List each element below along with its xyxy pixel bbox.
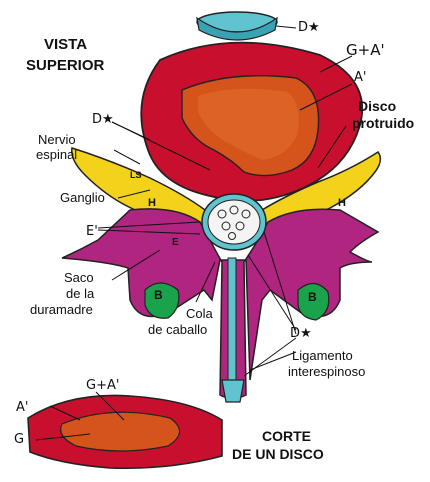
dural-sac xyxy=(202,194,266,250)
top-disc-cap xyxy=(197,12,277,40)
label-ganglio: Ganglio xyxy=(60,190,105,205)
title-line1: VISTA xyxy=(44,36,87,53)
label-corte-line1: CORTE xyxy=(262,428,311,445)
label-h-right: H xyxy=(338,198,346,208)
label-d-star-top: D★ xyxy=(298,20,320,35)
label-saco-line3: duramadre xyxy=(30,302,93,317)
label-g-bottom: G xyxy=(14,432,24,447)
label-cola-line2: de caballo xyxy=(148,322,207,337)
label-saco-line2: de la xyxy=(66,286,94,301)
title-line2: SUPERIOR xyxy=(26,57,104,74)
label-disco-line2: protruido xyxy=(352,115,414,132)
label-corte-line2: DE UN DISCO xyxy=(232,446,324,463)
label-d-star-bottom: D★ xyxy=(290,326,312,341)
label-cola-line1: Cola xyxy=(186,306,213,321)
label-saco-line1: Saco xyxy=(64,270,94,285)
label-a-prime-bottom: A' xyxy=(16,400,28,415)
label-ls: LS xyxy=(130,170,142,180)
label-nervio-line1: Nervio xyxy=(38,132,76,147)
label-e-left: E xyxy=(172,238,179,248)
label-h-left: H xyxy=(148,198,156,208)
disc-cross-section xyxy=(28,395,222,468)
label-d-star-left: D★ xyxy=(92,112,114,127)
label-g-a-bottom: G+A' xyxy=(86,378,119,393)
label-disco-line1: Disco xyxy=(358,98,396,115)
label-a-prime-top: A' xyxy=(354,70,366,85)
label-ligamento-line2: interespinoso xyxy=(288,364,365,379)
label-b-left: B xyxy=(154,290,163,300)
label-g-a-top: G+A' xyxy=(346,43,385,58)
label-b-right: B xyxy=(308,292,317,302)
label-e-prime: E' xyxy=(86,224,98,239)
label-nervio-line2: espinal xyxy=(36,147,77,162)
label-ligamento-line1: Ligamento xyxy=(292,348,353,363)
